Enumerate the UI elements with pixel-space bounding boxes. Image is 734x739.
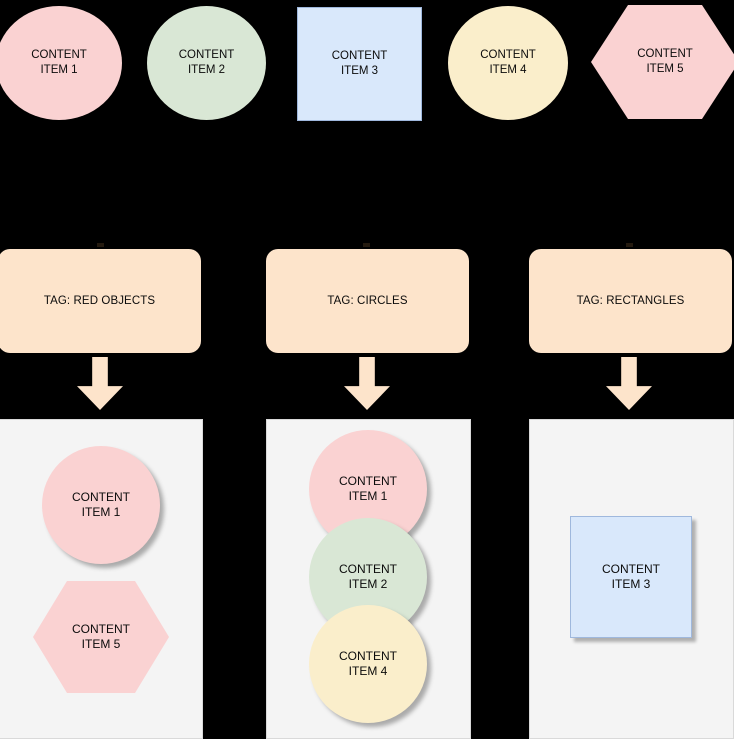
tag-connector-stub-circles	[363, 243, 370, 247]
arrow-down-red-objects	[77, 357, 123, 410]
arrow-down-circles	[344, 357, 390, 410]
tag-connector-stub-red-objects	[97, 243, 104, 247]
tag-connector-stub-rectangles	[626, 243, 633, 247]
tag-label: TAG: CIRCLES	[327, 295, 408, 307]
arrow-down-rectangles	[606, 357, 652, 410]
tag-label: TAG: RED OBJECTS	[43, 295, 156, 307]
tag-label: TAG: RECTANGLES	[576, 295, 685, 307]
tag-box-rectangles[interactable]: TAG: RECTANGLES	[529, 249, 732, 353]
tag-box-red-objects[interactable]: TAG: RED OBJECTS	[0, 249, 201, 353]
tag-box-circles[interactable]: TAG: CIRCLES	[266, 249, 469, 353]
